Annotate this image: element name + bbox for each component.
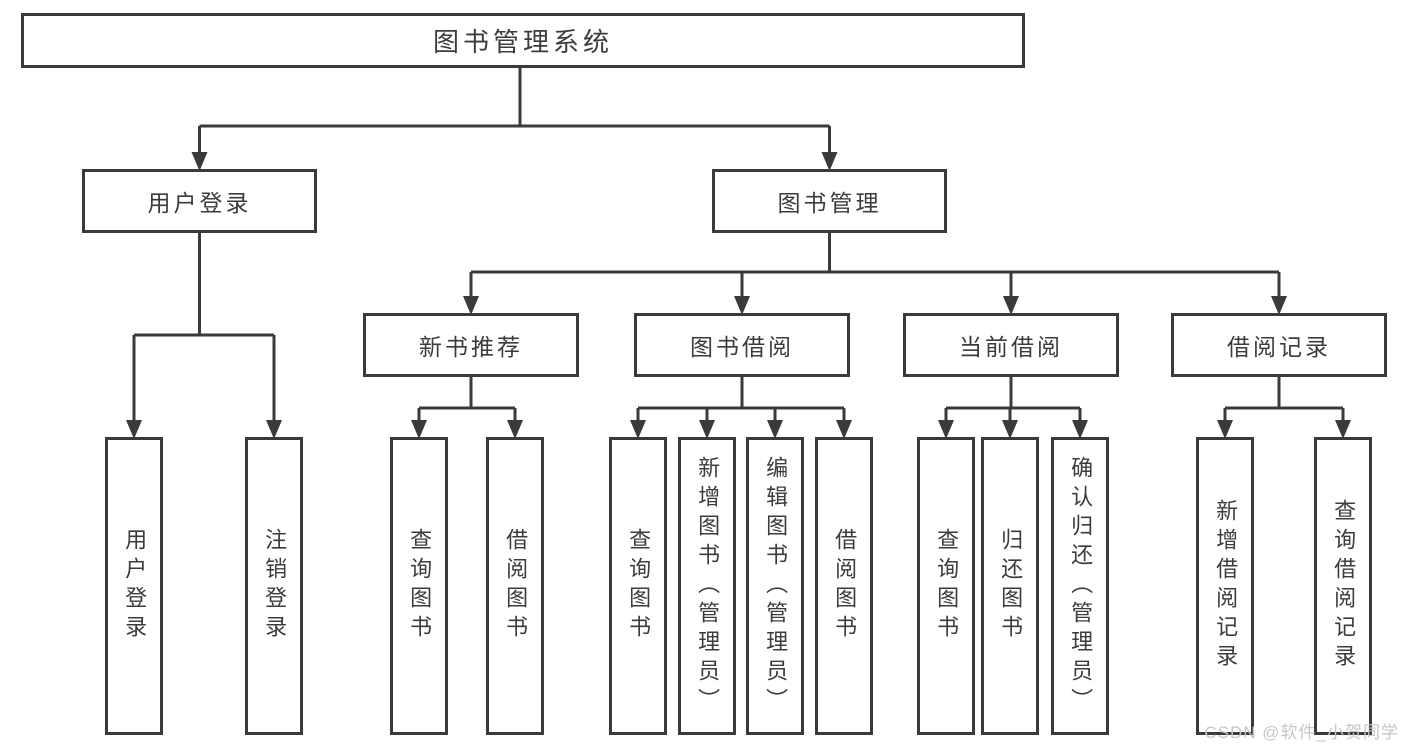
leaf-query-books-borrow: 查询图书 xyxy=(609,437,667,735)
node-current-borrow-label: 当前借阅 xyxy=(959,334,1063,360)
leaf-add-borrow-record-label: 新增借阅记录 xyxy=(1213,499,1239,673)
leaf-borrow-books-recommend: 借阅图书 xyxy=(486,437,544,735)
node-current-borrow: 当前借阅 xyxy=(903,313,1119,377)
leaf-user-login: 用户登录 xyxy=(105,437,163,735)
node-book-borrow-label: 图书借阅 xyxy=(690,334,794,360)
leaf-borrow-books-borrow-label: 借阅图书 xyxy=(832,528,858,644)
leaf-edit-book-admin: 编辑图书（管理员） xyxy=(746,437,804,735)
leaf-query-books-recommend-label: 查询图书 xyxy=(407,528,433,644)
leaf-add-book-admin: 新增图书（管理员） xyxy=(678,437,736,735)
node-book-management-label: 图书管理 xyxy=(777,190,882,216)
node-user-login: 用户登录 xyxy=(82,169,317,233)
node-user-login-label: 用户登录 xyxy=(147,190,252,216)
leaf-edit-book-admin-label: 编辑图书（管理员） xyxy=(763,455,789,717)
node-new-book-recommend-label: 新书推荐 xyxy=(419,334,523,360)
csdn-watermark: CSDN @软件_小贺同学 xyxy=(1204,723,1399,742)
leaf-query-books-current-label: 查询图书 xyxy=(934,528,960,644)
leaf-query-books-recommend: 查询图书 xyxy=(390,437,448,735)
leaf-borrow-books-recommend-label: 借阅图书 xyxy=(503,528,529,644)
node-library-system-label: 图书管理系统 xyxy=(432,27,613,57)
leaf-query-books-borrow-label: 查询图书 xyxy=(626,528,652,644)
leaf-return-book: 归还图书 xyxy=(981,437,1039,735)
leaf-query-books-current: 查询图书 xyxy=(917,437,975,735)
leaf-borrow-books-borrow: 借阅图书 xyxy=(815,437,873,735)
node-borrow-records-label: 借阅记录 xyxy=(1227,334,1331,360)
node-new-book-recommend: 新书推荐 xyxy=(363,313,579,377)
leaf-query-borrow-record-label: 查询借阅记录 xyxy=(1331,499,1357,673)
node-book-management: 图书管理 xyxy=(712,169,947,233)
node-book-borrow: 图书借阅 xyxy=(634,313,850,377)
leaf-user-login-label: 用户登录 xyxy=(122,528,148,644)
node-library-system: 图书管理系统 xyxy=(21,13,1025,68)
leaf-confirm-return-admin: 确认归还（管理员） xyxy=(1051,437,1109,735)
leaf-return-book-label: 归还图书 xyxy=(998,528,1024,644)
leaf-query-borrow-record: 查询借阅记录 xyxy=(1314,437,1372,735)
leaf-confirm-return-admin-label: 确认归还（管理员） xyxy=(1068,455,1094,717)
leaf-add-book-admin-label: 新增图书（管理员） xyxy=(695,455,721,717)
leaf-add-borrow-record: 新增借阅记录 xyxy=(1196,437,1254,735)
leaf-logout: 注销登录 xyxy=(245,437,303,735)
leaf-logout-label: 注销登录 xyxy=(262,528,288,644)
node-borrow-records: 借阅记录 xyxy=(1171,313,1387,377)
